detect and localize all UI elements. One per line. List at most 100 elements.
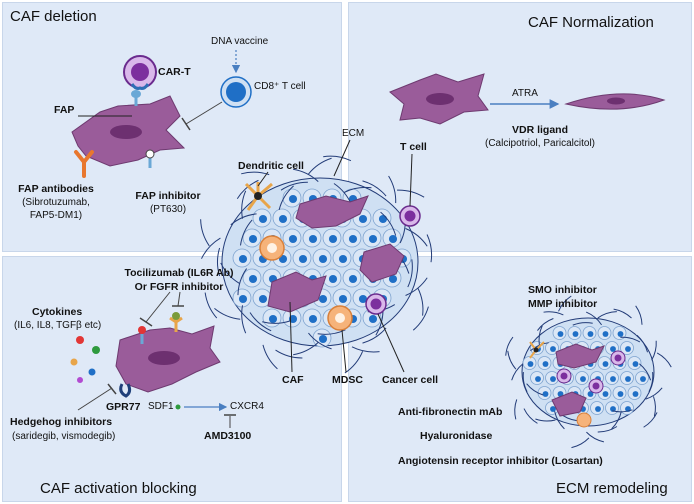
label-mmp-inhibitor: MMP inhibitor: [528, 298, 598, 310]
ecm-fiber: [388, 175, 397, 204]
cancer-cell-nucleus: [602, 331, 609, 337]
label-hedgehog: Hedgehog inhibitors: [10, 416, 113, 428]
cancer-cell-nucleus: [338, 294, 348, 304]
cancer-cell-nucleus: [248, 234, 258, 244]
cancer-cell-nucleus: [610, 376, 616, 382]
cytokine-dot: [92, 346, 100, 354]
ecm-fiber: [237, 268, 248, 296]
ecm-fiber: [241, 305, 247, 334]
cancer-cell-nucleus: [542, 391, 549, 397]
cancer-cell-nucleus: [238, 294, 248, 304]
label-angiotensin: Angiotensin receptor inhibitor (Losartan…: [398, 455, 603, 467]
label-cd8-t-cell: CD8⁺ T cell: [254, 81, 306, 92]
cancer-cell-nucleus: [388, 234, 398, 244]
label-fap-antibodies: FAP antibodies: [18, 183, 94, 195]
cancer-cell-nucleus: [610, 406, 616, 412]
cancer-cell-nucleus: [388, 274, 398, 284]
cancer-cell-nucleus: [632, 361, 639, 367]
cancer-cell-nucleus: [248, 274, 258, 284]
ecm-fiber: [586, 431, 604, 443]
cancer-cell-nucleus: [368, 314, 378, 324]
ecm-fiber: [343, 186, 372, 194]
cancer-cell-nucleus: [318, 294, 328, 304]
caf-normalization-graphics: [389, 73, 666, 125]
ecm-fiber: [351, 346, 380, 353]
ecm-fiber: [511, 363, 524, 381]
ecm-fiber: [397, 189, 425, 198]
ecm-fiber: [293, 341, 319, 356]
ecm-fiber: [554, 411, 565, 430]
ecm-fiber: [538, 325, 543, 346]
cancer-cell-nucleus: [308, 234, 318, 244]
cancer-cell-nucleus: [550, 376, 556, 382]
cancer-cell-nucleus: [358, 214, 368, 224]
ecm-fiber: [317, 329, 346, 335]
cytokine-dot: [70, 358, 78, 366]
cancer-cell-nucleus: [557, 331, 564, 337]
cancer-cell-nucleus: [602, 361, 609, 367]
ecm-fiber: [507, 350, 517, 370]
label-anti-fibronectin: Anti-fibronectin mAb: [398, 406, 503, 418]
cancer-cell-nucleus: [308, 314, 318, 324]
ecm-fiber: [308, 157, 332, 175]
cancer-cell-nucleus: [238, 254, 248, 264]
ecm-fiber: [405, 228, 428, 247]
ecm-fiber: [230, 213, 257, 226]
ecm-fiber: [278, 185, 294, 210]
label-car-t: CAR-T: [158, 66, 191, 78]
ecm-fiber: [426, 234, 433, 263]
ecm-fiber: [201, 237, 221, 259]
cytokine-dot: [77, 377, 83, 383]
ecm-fiber: [293, 168, 319, 183]
ecm-remodeling-graphics: [505, 295, 672, 449]
caf-deletion-graphics: [71, 50, 252, 178]
cancer-cell-nucleus: [580, 376, 586, 382]
ecm-fiber: [645, 387, 663, 400]
cancer-cell-nucleus: [640, 376, 646, 382]
ecm-fiber: [380, 211, 397, 236]
ecm-fiber: [204, 292, 218, 319]
cancer-cell-nucleus: [617, 331, 624, 337]
ecm-fiber: [275, 349, 303, 359]
ecm-fiber: [240, 219, 253, 246]
cancer-cell-nucleus: [288, 194, 298, 204]
cancer-cell-nucleus: [587, 391, 594, 397]
label-fap: FAP: [54, 104, 75, 116]
cancer-cell-nucleus: [378, 214, 388, 224]
ecm-fiber: [558, 295, 572, 312]
ecm-fiber: [249, 312, 272, 332]
ecm-fiber: [613, 308, 632, 319]
ecm-fiber: [651, 340, 657, 361]
tumor-microenvironment: [200, 139, 433, 374]
title-caf-deletion: CAF deletion: [10, 8, 97, 25]
cancer-cell-nucleus: [527, 361, 534, 367]
label-cytokines: Cytokines: [32, 306, 83, 318]
ecm-fiber: [620, 336, 641, 343]
cytokine-dot: [76, 336, 84, 344]
ecm-fiber: [216, 247, 221, 277]
label-tocilizumab: Tocilizumab (IL6R Ab): [124, 267, 234, 279]
ecm-fiber: [537, 318, 554, 331]
ecm-fiber: [200, 219, 210, 247]
ecm-fiber: [505, 336, 514, 356]
ecm-fiber: [323, 155, 352, 162]
cancer-cell-nucleus: [258, 214, 268, 224]
ecm-fiber: [636, 334, 649, 353]
cancer-cell-nucleus: [610, 346, 616, 352]
ecm-fiber: [362, 180, 387, 197]
ecm-fiber: [220, 262, 240, 284]
cancer-cell-nucleus: [595, 406, 601, 412]
ecm-fiber: [639, 363, 652, 381]
label-fap-inhibitor: FAP inhibitor: [135, 190, 201, 202]
label-cancer-cell: Cancer cell: [382, 374, 439, 386]
cancer-cell-nucleus: [542, 361, 549, 367]
cancer-cell-nucleus: [328, 274, 338, 284]
ecm-fiber: [656, 352, 672, 368]
tumor-caf-3: [359, 243, 405, 283]
ecm-fiber: [648, 371, 654, 392]
label-fap-antibodies-examples-2: FAP5-DM1): [29, 210, 83, 221]
label-dendritic-cell: Dendritic cell: [238, 160, 304, 172]
label-amd3100: AMD3100: [204, 430, 252, 442]
